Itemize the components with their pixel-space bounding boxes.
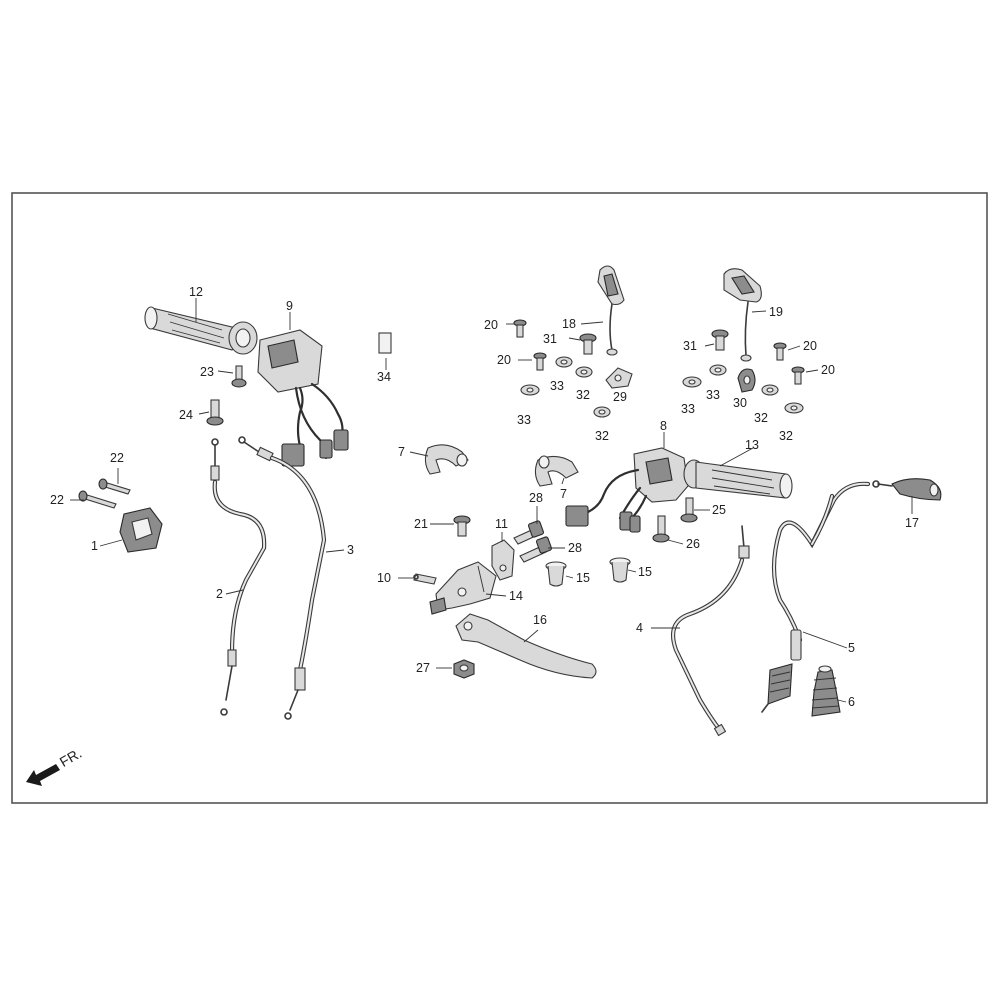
part-16-clutch-lever[interactable] — [455, 613, 597, 679]
part-24-bolt[interactable] — [206, 399, 224, 426]
callout-6: 6 — [848, 695, 855, 709]
callout-17: 17 — [905, 516, 919, 530]
part-19-mirror-right[interactable] — [723, 268, 762, 362]
callout-24: 24 — [179, 408, 193, 422]
part-23-screw[interactable] — [231, 365, 247, 388]
callout-14: 14 — [509, 589, 523, 603]
callout-33-c: 33 — [681, 402, 695, 416]
part-20-bolt-d[interactable] — [791, 366, 805, 385]
part-13-right-grip[interactable] — [683, 459, 793, 499]
callout-23: 23 — [200, 365, 214, 379]
callout-20-c: 20 — [803, 339, 817, 353]
callout-8: 8 — [660, 419, 667, 433]
part-5-clutch-cable[interactable] — [761, 481, 871, 713]
part-34-fuse[interactable] — [378, 332, 392, 354]
callout-10: 10 — [377, 571, 391, 585]
callout-3: 3 — [347, 543, 354, 557]
callout-33-d: 33 — [706, 388, 720, 402]
part-25-bolt[interactable] — [680, 497, 698, 523]
callout-32-d: 32 — [779, 429, 793, 443]
part-17-cable-adjuster[interactable] — [872, 478, 942, 501]
callout-29: 29 — [613, 390, 627, 404]
callout-labels: 12 9 34 23 24 22 22 1 2 3 7 21 10 11 14 … — [50, 285, 919, 709]
callout-15-left: 15 — [576, 571, 590, 585]
callout-20-a: 20 — [484, 318, 498, 332]
callout-25: 25 — [712, 503, 726, 517]
callout-7-right: 7 — [560, 487, 567, 501]
callout-21: 21 — [414, 517, 428, 531]
callout-20-b: 20 — [497, 353, 511, 367]
part-26-bolt[interactable] — [652, 515, 670, 543]
part-20-bolt-a[interactable] — [513, 319, 527, 338]
callout-4: 4 — [636, 621, 643, 635]
part-27-nut[interactable] — [453, 659, 475, 679]
part-12-left-grip[interactable] — [144, 306, 258, 355]
part-29-mirror-adapter[interactable] — [605, 367, 633, 389]
callout-32-a: 32 — [576, 388, 590, 402]
callout-22-top: 22 — [110, 451, 124, 465]
callout-26: 26 — [686, 537, 700, 551]
callout-31-b: 31 — [683, 339, 697, 353]
callout-30: 30 — [733, 396, 747, 410]
part-10-switch-pin[interactable] — [413, 573, 437, 585]
callout-18: 18 — [562, 317, 576, 331]
part-4-cable[interactable] — [671, 525, 750, 737]
callout-32-c: 32 — [754, 411, 768, 425]
washers-32-33[interactable] — [520, 356, 804, 418]
callout-31-a: 31 — [543, 332, 557, 346]
part-7-clamp-right[interactable] — [534, 455, 579, 487]
callout-1: 1 — [91, 539, 98, 553]
callout-11: 11 — [495, 517, 508, 531]
part-31-bolt-b[interactable] — [711, 329, 729, 351]
callout-33-a: 33 — [550, 379, 564, 393]
arrow-icon — [26, 764, 60, 786]
callout-15-right: 15 — [638, 565, 652, 579]
part-28-bolts[interactable] — [513, 520, 553, 563]
part-21-pivot-bolt[interactable] — [453, 515, 471, 537]
part-15-bushing-b[interactable] — [609, 557, 631, 583]
callout-33-b: 33 — [517, 413, 531, 427]
part-7-clamp-left[interactable] — [424, 444, 469, 475]
diagram-frame — [11, 192, 988, 804]
part-2-throttle-cable[interactable] — [210, 438, 267, 716]
part-15-bushing-a[interactable] — [545, 561, 567, 587]
callout-22-left: 22 — [50, 493, 64, 507]
leader-lines — [70, 298, 913, 703]
part-30-mirror-adapter[interactable] — [737, 368, 756, 393]
callout-13: 13 — [745, 438, 759, 452]
part-3-throttle-cable[interactable] — [238, 436, 327, 720]
callout-12: 12 — [189, 285, 203, 299]
part-1-throttle-holder[interactable] — [119, 507, 163, 553]
callout-34: 34 — [377, 370, 391, 384]
part-20-bolt-b[interactable] — [533, 352, 547, 371]
part-18-mirror-left[interactable] — [597, 265, 625, 356]
part-20-bolt-c[interactable] — [773, 342, 787, 361]
front-direction-indicator: FR. — [26, 745, 84, 786]
callout-5: 5 — [848, 641, 855, 655]
part-22-screws[interactable] — [78, 478, 131, 509]
callout-20-d: 20 — [821, 363, 835, 377]
callout-27: 27 — [416, 661, 430, 675]
callout-16: 16 — [533, 613, 547, 627]
part-31-bolt-a[interactable] — [579, 333, 597, 355]
part-8-right-switch-housing[interactable] — [565, 447, 689, 533]
callout-28-top: 28 — [529, 491, 543, 505]
callout-9: 9 — [286, 299, 293, 313]
callout-32-b: 32 — [595, 429, 609, 443]
callout-28-right: 28 — [568, 541, 582, 555]
direction-label: FR. — [57, 745, 85, 770]
part-11-bracket[interactable] — [491, 539, 515, 581]
callout-19: 19 — [769, 305, 783, 319]
part-9-left-switch-housing[interactable] — [257, 329, 349, 467]
callout-2: 2 — [216, 587, 223, 601]
part-14-lever-bracket[interactable] — [429, 561, 497, 615]
part-6-dust-boot[interactable] — [811, 665, 841, 717]
callout-7-left: 7 — [398, 445, 405, 459]
